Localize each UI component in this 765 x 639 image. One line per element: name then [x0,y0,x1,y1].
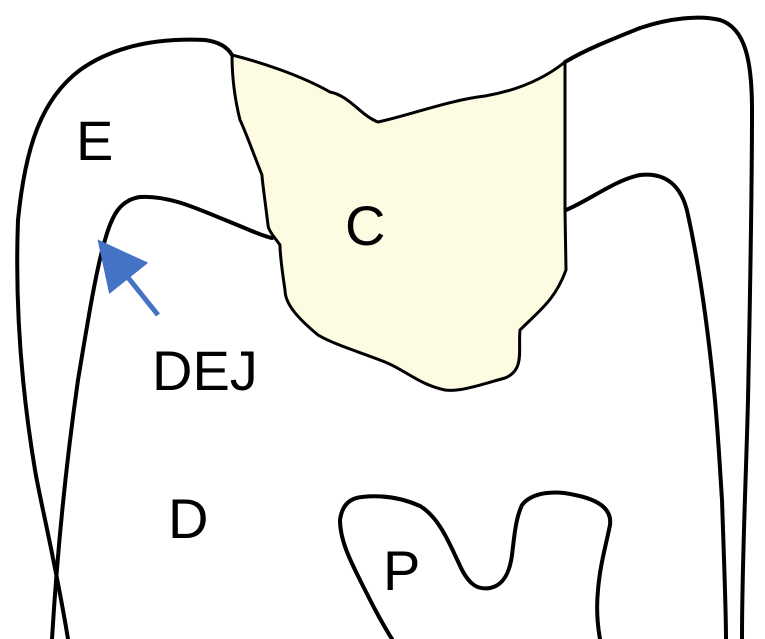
pulp-contour [340,492,610,639]
arrow-icon [110,255,158,315]
label-caries: C [345,194,385,257]
label-dentin: D [168,487,208,550]
label-dej: DEJ [152,339,258,402]
caries-region [232,55,566,390]
label-pulp: P [383,539,420,602]
label-enamel: E [76,109,113,172]
